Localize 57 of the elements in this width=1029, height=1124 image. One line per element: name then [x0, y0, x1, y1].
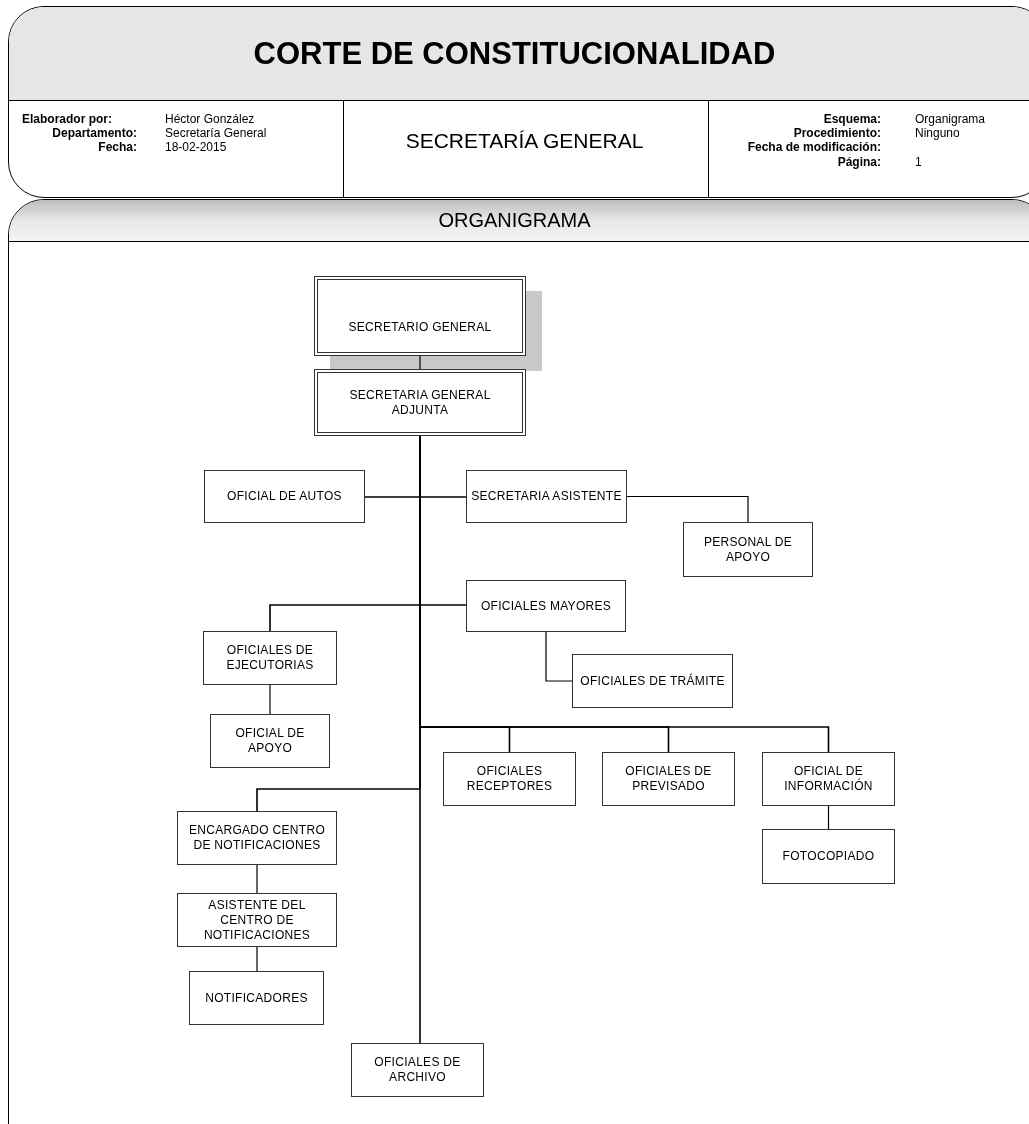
position-title: OFICIAL DE APOYO [234, 726, 306, 756]
field-label: Fecha de modificación: [746, 141, 881, 153]
field-label: Fecha: [97, 141, 137, 153]
position-title: SECRETARIA GENERAL ADJUNTA [348, 387, 492, 418]
position-title: OFICIALES DE PREVISADO [624, 764, 713, 794]
position-title: ENCARGADO CENTRO DE NOTIFICACIONES [187, 823, 327, 853]
section-title: ORGANIGRAMA [437, 210, 592, 230]
position-title: SECRETARIA ASISTENTE [471, 489, 622, 504]
org-box [210, 714, 330, 768]
field-value: 18-02-2015 [165, 141, 227, 153]
connector-line [269, 684, 271, 715]
page-title: CORTE DE CONSTITUCIONALIDAD [252, 38, 777, 69]
field-value: 1 [915, 156, 922, 168]
position-title: PERSONAL DE APOYO [702, 534, 794, 565]
field-label: Elaborador por: [22, 113, 112, 125]
position-title: FOTOCOPIADO [782, 849, 875, 864]
position-title: ASISTENTE DEL CENTRO DE NOTIFICACIONES [202, 897, 312, 943]
field-value: Organigrama [915, 113, 986, 125]
field-label: Procedimiento: [792, 127, 881, 139]
field-value: Ninguno [915, 127, 960, 139]
position-title: OFICIALES DE EJECUTORIAS [225, 643, 315, 673]
position-title: OFICIALES DE TRÁMITE [580, 673, 725, 689]
connector-line [256, 946, 258, 972]
org-box [314, 369, 526, 436]
org-box [189, 971, 324, 1025]
org-box [177, 811, 337, 865]
org-box [443, 752, 576, 806]
connector-line [545, 631, 573, 682]
field-label: Departamento: [51, 127, 137, 139]
position-title: OFICIAL DE INFORMACIÓN [783, 764, 874, 794]
position-title: NOTIFICADORES [205, 990, 308, 1006]
department-title: SECRETARÍA GENERAL [404, 130, 645, 151]
field-value: Secretaría General [165, 127, 267, 139]
field-label: Página: [836, 156, 881, 168]
connector-line [626, 495, 749, 523]
org-box [602, 752, 735, 806]
org-box [177, 893, 337, 947]
org-box [466, 470, 627, 523]
connector-line [419, 355, 421, 370]
org-box [466, 580, 626, 632]
org-box [204, 470, 365, 523]
field-value: Héctor González [165, 113, 255, 125]
connector-line [827, 805, 830, 830]
position-title: OFICIAL DE AUTOS [227, 489, 342, 504]
position-title: OFICIALES RECEPTORES [465, 764, 554, 794]
org-box [762, 829, 895, 884]
field-label: Esquema: [822, 113, 881, 125]
org-box [683, 522, 813, 577]
position-title: OFICIALES DE ARCHIVO [373, 1055, 462, 1085]
connector-line [256, 864, 258, 894]
org-box [351, 1043, 484, 1097]
org-box [572, 654, 733, 708]
org-box [762, 752, 895, 806]
org-box [203, 631, 337, 685]
position-title: OFICIALES MAYORES [480, 598, 612, 614]
org-box [314, 276, 526, 356]
position-title: SECRETARIO GENERAL [348, 319, 492, 335]
